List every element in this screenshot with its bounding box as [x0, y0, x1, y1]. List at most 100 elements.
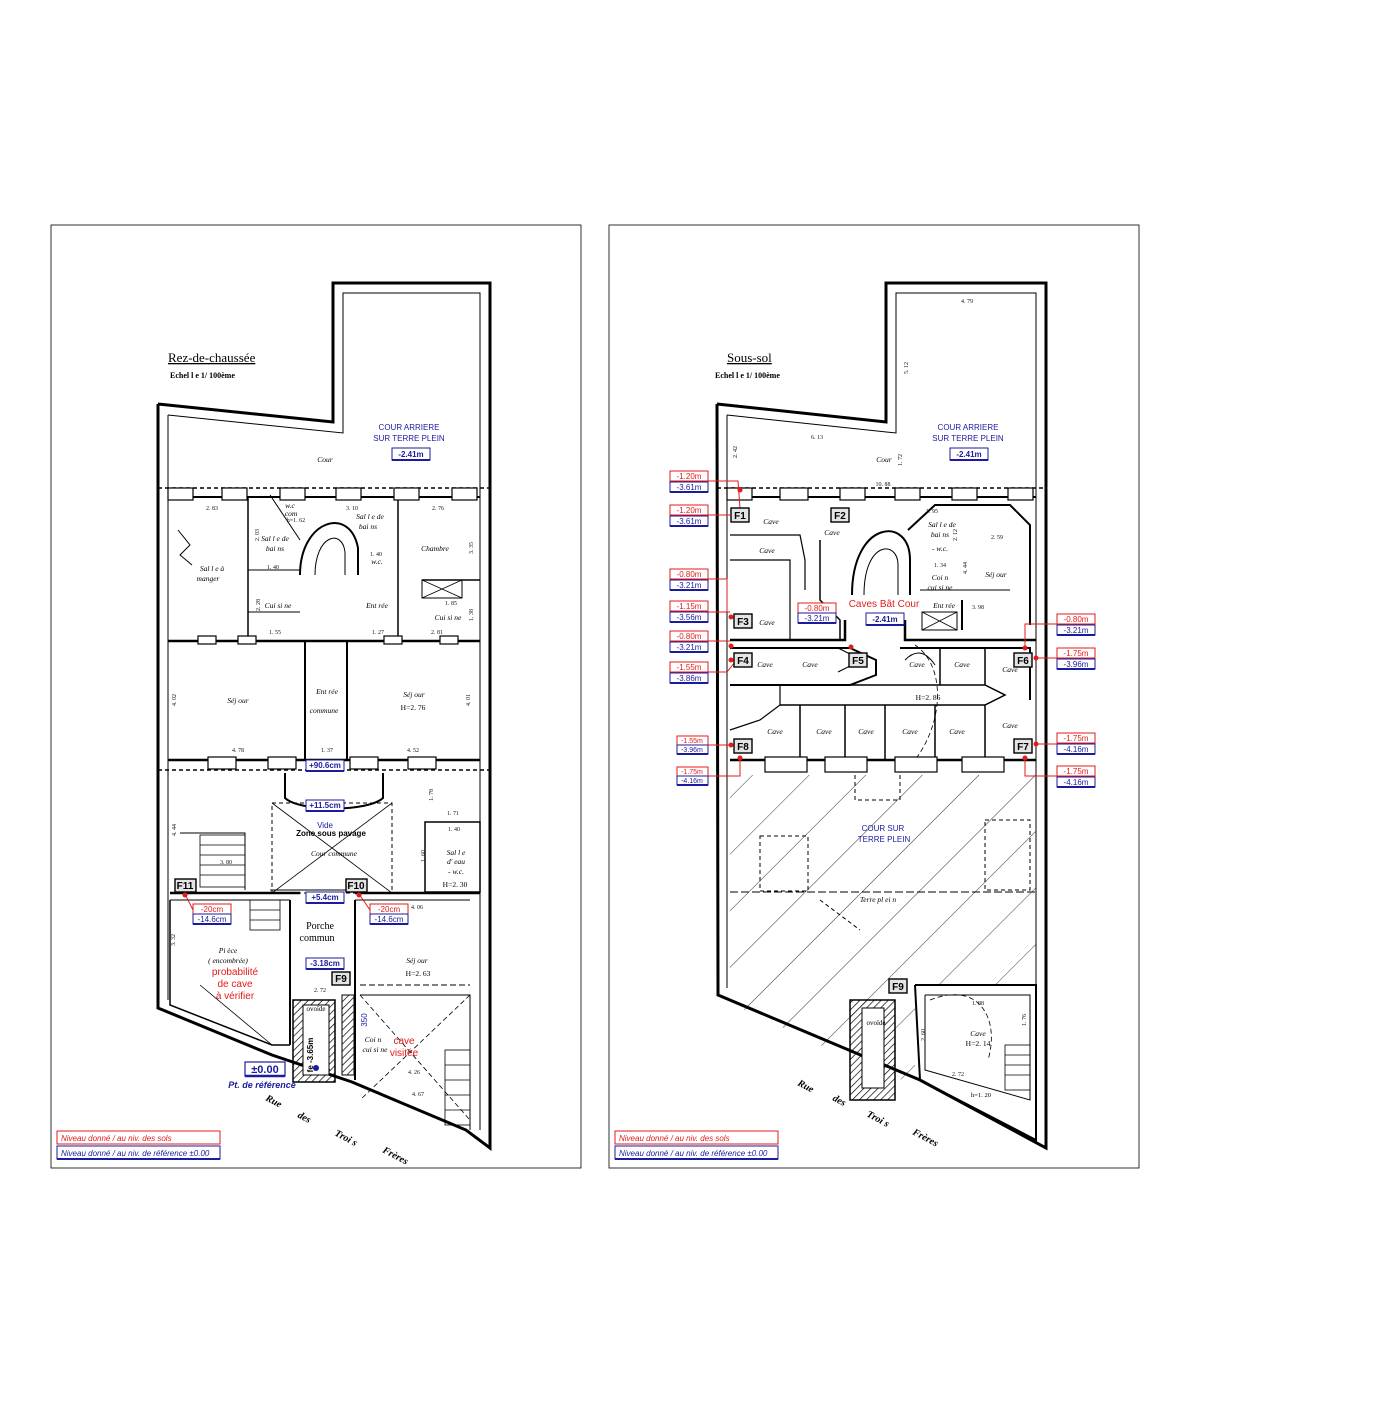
- left-plan-dimensions-9-label: 4. 78: [232, 748, 244, 754]
- right-plan-cour-arriere-1-label: SUR TERRE PLEIN: [932, 434, 1004, 443]
- marker-f4: F4: [728, 643, 753, 668]
- left-plan-levels-plus11-label: +11.5cm: [309, 801, 340, 810]
- right-plan-cave-label: Cave: [802, 660, 818, 669]
- left-plan-rooms-wc-com-0-label: w.c: [285, 501, 295, 510]
- marker-f9-left: F9: [331, 971, 351, 986]
- left-plan-dimensions-25-label: 4. 67: [412, 1092, 424, 1098]
- right-plan-flags-f1b-red-label: -1.20m: [677, 506, 702, 515]
- left-plan-cour-level-label: -2.41m: [398, 450, 423, 459]
- left-plan-rooms-cour-commune-label: Cour commune: [311, 849, 358, 858]
- marker-f7: F7: [1013, 738, 1039, 761]
- right-plan-flags-f1a-blue-label: -3.61m: [677, 483, 702, 492]
- left-plan-rooms-salle-deau-1-label: d' eau: [447, 857, 465, 866]
- right-stairs: [1004, 1044, 1031, 1091]
- left-plan-dimensions-18-label: 1. 40: [448, 827, 460, 833]
- right-ovoide-box: [861, 1007, 885, 1089]
- right-plan-salle-bains-1-label: bai ns: [931, 530, 949, 539]
- left-plan-markers-0-label: F11: [177, 881, 194, 892]
- left-plan-dimensions-28-label: 1. 60: [421, 850, 427, 862]
- left-plan-dimensions-27-label: 2. 03: [255, 529, 261, 541]
- right-plan-cave-label: Cave: [763, 517, 779, 526]
- left-plan-rooms-sejour-bottom-h-label: H=2. 63: [406, 969, 431, 978]
- left-plan-levels-minus318-label: -3.18cm: [310, 959, 340, 968]
- left-plan-dimensions-20-label: 4. 44: [172, 824, 178, 836]
- left-plan-dimensions-15-label: 1. 38: [469, 609, 475, 621]
- right-plan-cour-label: Cour: [876, 455, 892, 464]
- left-plan-dimensions-24-label: 4. 26: [408, 1070, 420, 1076]
- left-plan-dimensions-29-label: 3. 80: [220, 860, 232, 866]
- right-plan-flags-f8b-red-label: -1.75m: [681, 769, 703, 776]
- left-plan-levels-f11-red-label: -20cm: [201, 905, 224, 914]
- right-plan-mid-blue-label: -3.21m: [805, 614, 830, 623]
- left-plan-rooms-wc-label: w.c.: [371, 557, 383, 566]
- left-plan-levels-f10-red-label: -20cm: [378, 905, 401, 914]
- right-plan-flags-f7a-blue-label: -4.16m: [1064, 745, 1089, 754]
- right-plan-flags-f3a-red-label: -0.80m: [677, 570, 702, 579]
- left-plan-dimensions-17-label: 1. 71: [447, 811, 459, 817]
- right-plan-bottom-h-label: h=1. 20: [971, 1092, 991, 1099]
- right-central-tags: Caves Bât Cour -2.41m -0.80m -3.21m: [797, 599, 920, 626]
- right-plan-flags-f8a-blue-label: -3.96m: [681, 747, 703, 754]
- left-plan-rooms-ovoide-label: ovoïde: [306, 1005, 325, 1013]
- left-plan-rooms-cuisine-right-label: Cui si ne: [435, 613, 462, 622]
- right-plan-scale-label: Echel l e 1/ 100ème: [715, 371, 780, 380]
- right-plan-cave-bottom-1-label: H=2. 14: [966, 1039, 991, 1048]
- right-plan-entree-label: Ent rée: [932, 601, 956, 610]
- right-plan-caves-level-label: -2.41m: [872, 615, 897, 624]
- right-plan-flags-f4a-blue-label: -3.21m: [677, 643, 702, 652]
- right-plan-legend-red-label: Niveau donné / au niv. des sols: [619, 1134, 730, 1143]
- left-plan-dimensions-12-label: 4. 02: [172, 694, 178, 706]
- right-plan-flags-f6b-blue-label: -3.96m: [1064, 660, 1089, 669]
- left-plan-annotations-cave-visitee-1-label: visitée: [390, 1048, 419, 1059]
- right-plan-cour-sur-1-label: TERRE PLEIN: [858, 835, 911, 844]
- left-plan-levels-f11-blue-label: -14.6cm: [198, 915, 227, 924]
- left-plan-levels-plus90-label: +90.6cm: [309, 761, 341, 770]
- flag-f3a: -0.80m -3.21m: [669, 568, 728, 612]
- marker-f3: F3: [728, 613, 753, 629]
- left-plan-annotations-probabilite-1-label: de cave: [217, 979, 252, 990]
- right-plan-cave-label: Cave: [816, 727, 832, 736]
- right-plan-cave-label: Cave: [858, 727, 874, 736]
- right-plan-ovoide-label: ovoïde: [866, 1019, 885, 1027]
- left-cour-arriere: COUR ARRIERE SUR TERRE PLEIN -2.41m: [373, 423, 445, 461]
- right-plan-dimensions-15-label: 2. 72: [952, 1072, 964, 1078]
- left-plan-rooms-salle-de-bains-mid-1-label: bai ns: [266, 544, 284, 553]
- right-level-flags: -1.20m -3.61m -1.20m -3.61m -0.80m -3.21…: [669, 470, 1096, 788]
- right-plan-flags-f7b-red-label: -1.75m: [1064, 767, 1089, 776]
- right-plan-dimensions-2-label: 6. 13: [811, 435, 823, 441]
- right-plan-flags-f6a-red-label: -0.80m: [1064, 615, 1089, 624]
- right-plan-dimensions-12-label: 1. 88: [972, 1001, 984, 1007]
- left-stairs: [199, 834, 471, 1126]
- left-plan-rooms-piece-1-label: ( encombrée): [208, 956, 248, 965]
- left-plan-dimensions-4-label: 1. 40: [370, 552, 382, 558]
- flag-f4b: -1.55m -3.86m: [669, 661, 736, 684]
- flag-f8a: -1.55m -3.96m: [676, 735, 730, 755]
- left-plan-markers-1-label: F10: [347, 881, 365, 892]
- right-room-labels: Cour Cave Cave Cave Cave Cave Cave Cave …: [757, 455, 1018, 1099]
- left-plan-vide-0-label: Vide: [317, 821, 333, 830]
- left-plan-dimensions-22-label: 2. 72: [314, 988, 326, 994]
- left-plan-annotations-pt-ref-label: Pt. de référence: [228, 1080, 296, 1090]
- right-plan-markers-8-label: F9: [892, 982, 904, 993]
- left-plan-rooms-cuisine-left-label: Cui si ne: [265, 601, 292, 610]
- right-plan-legend-blue-label: Niveau donné / au niv. de référence ±0.0…: [619, 1149, 768, 1158]
- right-plan-salle-bains-2-label: - w.c.: [932, 544, 948, 553]
- right-plan-coin-cuisine-0-label: Coi n: [932, 573, 949, 582]
- left-plan-dimensions-0-label: 2. 83: [206, 506, 218, 512]
- right-plan-coin-cuisine-1-label: cui si ne: [928, 583, 954, 592]
- marker-f10: F10: [345, 878, 368, 898]
- right-plan-dimensions-6-label: 1. 95: [926, 509, 938, 515]
- right-plan-dimensions-1-label: 5. 12: [904, 362, 910, 374]
- left-plan-rooms-salle-de-bains-top-0-label: Sal l e de: [356, 512, 384, 521]
- left-plan-dimensions-11-label: 4. 52: [407, 748, 419, 754]
- right-plan-markers-7-label: F8: [737, 742, 749, 753]
- flag-f4a: -0.80m -3.21m: [669, 630, 730, 653]
- marker-f6: F6: [1013, 645, 1039, 668]
- flag-f8b: -1.75m -4.16m: [676, 758, 741, 786]
- left-plan-annotations-dim350-label: 350: [360, 1013, 369, 1027]
- left-plan-levels-f10-blue-label: -14.6cm: [375, 915, 404, 924]
- marker-f5: F5: [848, 644, 868, 668]
- left-plan-dimensions-1-label: 3. 10: [346, 506, 358, 512]
- right-plan-flags-f4a-red-label: -0.80m: [677, 632, 702, 641]
